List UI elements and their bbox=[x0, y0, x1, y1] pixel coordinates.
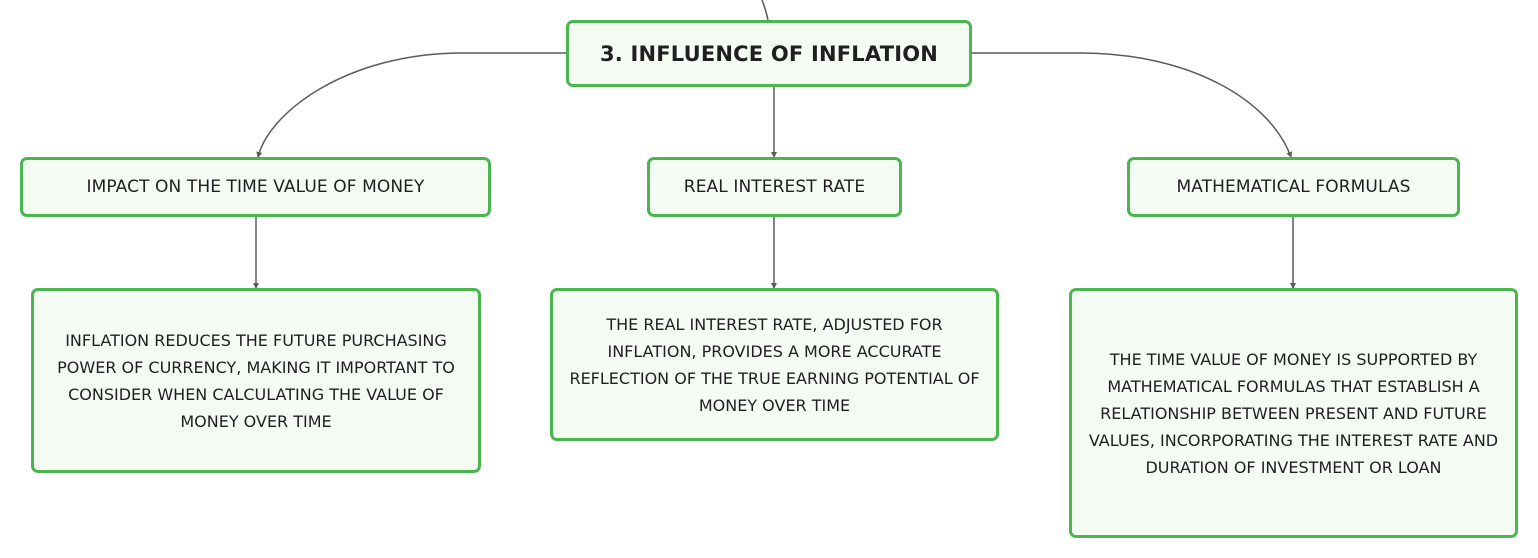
root-node[interactable]: 3. INFLUENCE OF INFLATION bbox=[566, 20, 972, 87]
category-node-label: MATHEMATICAL FORMULAS bbox=[1176, 177, 1411, 197]
detail-node-impact[interactable]: INFLATION REDUCES THE FUTURE PURCHASING … bbox=[31, 288, 481, 473]
detail-node-text: THE REAL INTEREST RATE, ADJUSTED FOR INF… bbox=[569, 314, 980, 415]
connector-root-to-impact bbox=[256, 52, 566, 158]
category-node-mathematical-formulas[interactable]: MATHEMATICAL FORMULAS bbox=[1127, 157, 1460, 217]
connector-root-to-formulas bbox=[972, 52, 1293, 158]
category-node-real-interest-rate[interactable]: REAL INTEREST RATE bbox=[647, 157, 902, 217]
detail-node-mathematical-formulas[interactable]: THE TIME VALUE OF MONEY IS SUPPORTED BY … bbox=[1069, 288, 1518, 538]
detail-node-text: INFLATION REDUCES THE FUTURE PURCHASING … bbox=[57, 330, 455, 431]
detail-node-text: THE TIME VALUE OF MONEY IS SUPPORTED BY … bbox=[1088, 349, 1499, 477]
category-node-label: REAL INTEREST RATE bbox=[683, 177, 866, 197]
detail-node-real-interest-rate[interactable]: THE REAL INTEREST RATE, ADJUSTED FOR INF… bbox=[550, 288, 999, 441]
category-node-label: IMPACT ON THE TIME VALUE OF MONEY bbox=[86, 177, 425, 197]
connector-parent-to-root bbox=[761, 0, 769, 21]
root-node-label: 3. INFLUENCE OF INFLATION bbox=[599, 41, 939, 66]
category-node-impact[interactable]: IMPACT ON THE TIME VALUE OF MONEY bbox=[20, 157, 491, 217]
